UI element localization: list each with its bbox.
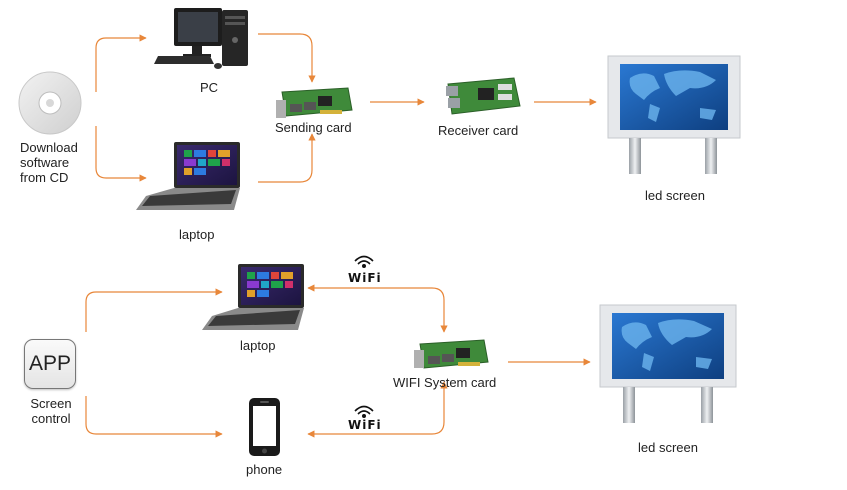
arrow-app-to-phone <box>85 396 223 438</box>
cd-label-line-2: software <box>20 155 70 170</box>
cd-label-line-3: from CD <box>20 170 69 185</box>
wifi-signal-lower-icon <box>354 405 374 418</box>
laptop-icon <box>136 142 240 210</box>
arrow-laptop-wifi-card <box>307 284 448 333</box>
app-label-line-2: control <box>31 411 71 426</box>
bottom-flow-arrows <box>85 284 591 438</box>
cd-label-line-1: Download <box>20 140 78 155</box>
app-icon: APP <box>24 339 76 389</box>
sending-card-label: Sending card <box>275 120 352 135</box>
wifi-signal-upper-icon <box>354 255 374 268</box>
led-screen-label: led screen <box>645 188 705 203</box>
wifi-upper-text: WiFi <box>348 271 382 285</box>
led-screen-icon <box>607 55 741 174</box>
top-flow-arrows <box>95 33 597 183</box>
pc-icon <box>154 8 248 69</box>
arrow-laptop-to-sending <box>258 133 316 183</box>
app-label: Screen control <box>25 396 77 426</box>
sending-card-icon <box>276 87 353 118</box>
laptop-bottom-label: laptop <box>240 338 276 353</box>
receiver-card-label: Receiver card <box>438 123 519 138</box>
led-screen-bottom-label: led screen <box>638 440 698 455</box>
arrow-pc-to-sending <box>258 33 316 83</box>
laptop-bottom-icon <box>202 264 304 330</box>
arrow-phone-wifi-card <box>307 381 448 438</box>
app-icon-text: APP <box>28 352 72 375</box>
arrow-app-to-laptop <box>85 288 223 332</box>
wifi-system-card-icon <box>414 339 489 369</box>
pc-label: PC <box>200 80 219 95</box>
phone-icon <box>249 398 280 456</box>
cd-label: Download software from CD <box>20 140 78 185</box>
led-screen-bottom-icon <box>599 304 737 423</box>
app-label-line-1: Screen <box>30 396 72 411</box>
wifi-lower-text: WiFi <box>348 418 382 432</box>
receiver-card-icon <box>446 77 521 115</box>
arrow-cd-to-pc <box>95 34 147 92</box>
laptop-label: laptop <box>179 227 215 242</box>
wifi-card-label: WIFI System card <box>393 375 497 390</box>
phone-label: phone <box>246 462 283 477</box>
cd-disc-icon <box>18 71 82 135</box>
arrow-cd-to-laptop <box>95 126 147 182</box>
